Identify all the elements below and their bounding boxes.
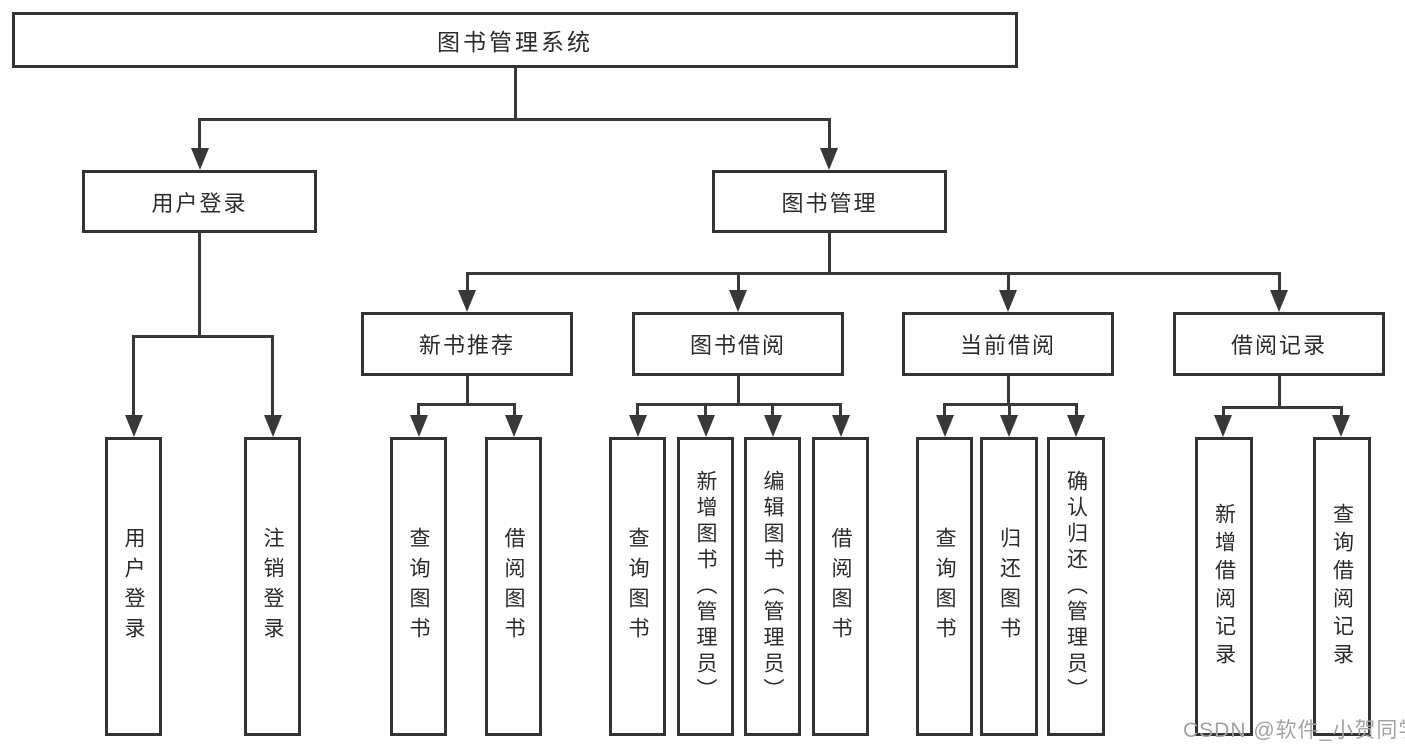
- node-book-borrow: 图书借阅: [632, 312, 844, 376]
- leaf-user-login: 用户登录: [105, 437, 162, 736]
- leaf-add-borrow-record: 新增借阅记录: [1195, 437, 1253, 736]
- arrow-down-icon: [1270, 290, 1288, 312]
- connector-vline: [1222, 406, 1225, 415]
- node-label: 当前借阅: [959, 333, 1056, 358]
- node-label: 借阅图书: [502, 526, 525, 647]
- leaf-logout-login: 注销登录: [244, 437, 301, 736]
- connector-vline: [514, 68, 517, 118]
- connector-vline: [1008, 403, 1011, 415]
- leaf-borrow-books-1: 借阅图书: [485, 437, 542, 736]
- arrow-down-icon: [1332, 415, 1350, 437]
- watermark: CSDN @软件_小贺同学: [1183, 719, 1405, 742]
- node-current-borrow: 当前借阅: [902, 312, 1114, 376]
- connector-vline: [828, 233, 831, 274]
- node-label: 用户登录: [151, 190, 248, 216]
- connector-vline: [737, 376, 740, 405]
- connector-vline: [417, 403, 420, 415]
- arrow-down-icon: [410, 415, 428, 437]
- connector-vline: [132, 335, 135, 415]
- leaf-query-books-1: 查询图书: [390, 437, 447, 736]
- connector-hline: [1222, 406, 1343, 409]
- node-label: 图书管理: [781, 190, 878, 216]
- node-library-system: 图书管理系统: [12, 12, 1018, 68]
- node-label: 新书推荐: [418, 333, 515, 358]
- arrow-down-icon: [936, 415, 954, 437]
- node-label: 归还图书: [997, 526, 1021, 647]
- arrow-down-icon: [820, 148, 838, 170]
- node-label: 查询借阅记录: [1330, 502, 1354, 671]
- connector-vline: [513, 403, 516, 415]
- connector-vline: [271, 335, 274, 415]
- connector-vline: [466, 376, 469, 405]
- leaf-confirm-return-admin: 确认归还（管理员）: [1047, 437, 1105, 736]
- arrow-down-icon: [764, 415, 782, 437]
- connector-vline: [704, 403, 707, 415]
- node-book-management: 图书管理: [712, 170, 947, 233]
- node-label: 查询图书: [933, 526, 956, 647]
- connector-vline: [1278, 272, 1281, 292]
- node-label: 借阅记录: [1230, 333, 1327, 358]
- connector-vline: [943, 403, 946, 415]
- leaf-add-book-admin: 新增图书（管理员）: [677, 437, 734, 736]
- node-borrow-records: 借阅记录: [1173, 312, 1385, 376]
- node-label: 查询图书: [407, 526, 430, 647]
- connector-vline: [737, 272, 740, 292]
- connector-vline: [1075, 403, 1078, 415]
- node-label: 注销登录: [261, 526, 284, 647]
- node-label: 图书借阅: [689, 333, 786, 358]
- arrow-down-icon: [697, 415, 715, 437]
- leaf-query-books-3: 查询图书: [916, 437, 973, 736]
- arrow-down-icon: [729, 290, 747, 312]
- node-label: 图书管理系统: [437, 29, 593, 55]
- node-label: 新增图书（管理员）: [694, 469, 717, 704]
- node-label: 借阅图书: [829, 526, 852, 647]
- arrow-down-icon: [629, 415, 647, 437]
- connector-vline: [1278, 376, 1281, 408]
- connector-vline: [1340, 406, 1343, 415]
- node-user-login: 用户登录: [82, 170, 317, 233]
- arrow-down-icon: [458, 290, 476, 312]
- connector-hline: [466, 272, 1281, 275]
- connector-vline: [1007, 272, 1010, 292]
- node-label: 编辑图书（管理员）: [761, 469, 784, 704]
- arrow-down-icon: [1214, 415, 1232, 437]
- connector-hline: [132, 335, 274, 338]
- connector-hline: [636, 403, 842, 406]
- arrow-down-icon: [1000, 415, 1018, 437]
- connector-vline: [636, 403, 639, 415]
- arrow-down-icon: [264, 415, 282, 437]
- arrow-down-icon: [832, 415, 850, 437]
- connector-vline: [828, 118, 831, 150]
- leaf-query-books-2: 查询图书: [609, 437, 666, 736]
- leaf-edit-book-admin: 编辑图书（管理员）: [744, 437, 801, 736]
- connector-vline: [198, 118, 201, 150]
- connector-vline: [198, 233, 201, 335]
- leaf-query-borrow-record: 查询借阅记录: [1313, 437, 1371, 736]
- node-label: 新增借阅记录: [1212, 502, 1236, 671]
- connector-hline: [417, 403, 516, 406]
- leaf-return-book: 归还图书: [980, 437, 1038, 736]
- node-label: 用户登录: [122, 526, 145, 647]
- arrow-down-icon: [505, 415, 523, 437]
- arrow-down-icon: [191, 148, 209, 170]
- arrow-down-icon: [999, 290, 1017, 312]
- arrow-down-icon: [1067, 415, 1085, 437]
- node-label: 确认归还（管理员）: [1064, 469, 1088, 704]
- connector-vline: [466, 272, 469, 292]
- connector-hline: [198, 118, 831, 121]
- node-new-book-recommend: 新书推荐: [361, 312, 573, 376]
- connector-vline: [1007, 376, 1010, 405]
- node-label: 查询图书: [626, 526, 649, 647]
- leaf-borrow-books-2: 借阅图书: [812, 437, 869, 736]
- arrow-down-icon: [125, 415, 143, 437]
- connector-vline: [839, 403, 842, 415]
- connector-vline: [771, 403, 774, 415]
